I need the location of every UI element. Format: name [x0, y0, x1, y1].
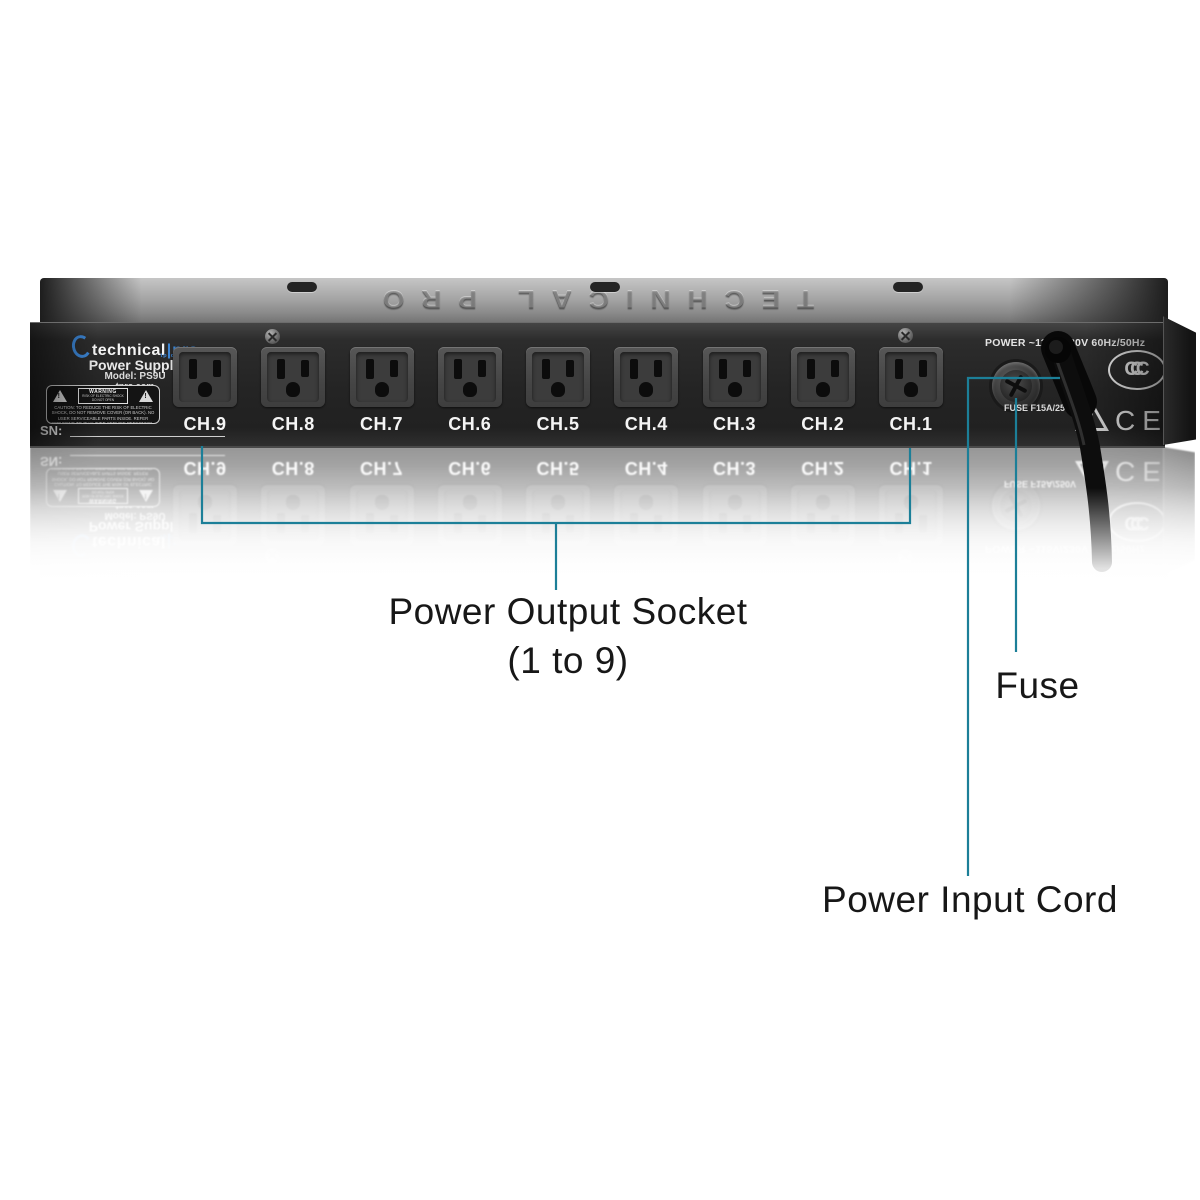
outlet-slot-left	[895, 359, 903, 379]
channel-label: CH.5	[536, 414, 580, 434]
outlet-slot-left	[277, 359, 286, 379]
socket-row: CH.9 CH.8 CH.7	[171, 347, 945, 435]
product-name-label: Power Supply	[88, 357, 182, 373]
warning-subtitle: RISK OF ELECTRIC SHOCK DO NOT OPEN	[82, 394, 124, 402]
warning-title: WARNING	[89, 389, 117, 396]
channel-label: CH.3	[712, 414, 756, 434]
outlet-ground-hole	[639, 382, 654, 397]
fuse-cap-icon	[1000, 370, 1032, 402]
outlet-slot-right	[566, 360, 574, 377]
caution-fine-print: CAUTION: TO REDUCE THE RISK OF ELECTRIC …	[51, 405, 155, 424]
screw-icon	[898, 328, 913, 343]
warning-box: WARNING RISK OF ELECTRIC SHOCK DO NOT OP…	[77, 387, 128, 405]
chassis-top-panel: TECHNICAL PRO	[40, 278, 1168, 324]
warning-sticker: ! WARNING RISK OF ELECTRIC SHOCK DO NOT …	[46, 385, 160, 424]
outlet-slot-right	[830, 360, 839, 377]
outlet-ground-hole	[727, 382, 742, 397]
socket-bracket-line	[200, 446, 912, 525]
outlet-slot-left	[453, 359, 462, 379]
annotation-input-cord: Power Input Cord	[822, 879, 1118, 920]
fuse-rating-label: FUSE F15A/250V	[1003, 403, 1077, 413]
annotation-fuse: Fuse	[995, 665, 1080, 706]
power-outlet: CH.4	[612, 347, 680, 435]
outlet-socket-icon	[437, 347, 502, 407]
power-outlet: CH.3	[701, 347, 769, 435]
annotation-output-sockets-line1: Power Output Socket	[388, 591, 748, 632]
outlet-socket-icon	[879, 347, 943, 407]
channel-label: CH.9	[183, 414, 227, 434]
power-outlet: CH.7	[348, 347, 416, 435]
rear-panel: technical|pro tpro.com Power Supply Mode…	[30, 322, 1168, 448]
outlet-slot-right	[919, 360, 927, 377]
annotation-output-sockets-line2: (1 to 9)	[507, 639, 629, 681]
outlet-slot-left	[806, 359, 815, 379]
outlet-slot-right	[389, 360, 398, 377]
serial-label: SN:	[40, 423, 63, 438]
outlet-socket-icon	[349, 347, 414, 407]
power-outlet: CH.9	[171, 347, 239, 435]
power-supply-unit: TECHNICAL PRO technical|pro tpro.com Pow…	[30, 278, 1196, 448]
outlet-socket-icon	[261, 347, 326, 407]
outlet-slot-left	[718, 359, 727, 379]
power-outlet: CH.6	[436, 347, 504, 435]
channel-label: CH.1	[889, 414, 933, 434]
outlet-slot-right	[654, 360, 663, 377]
outlet-slot-left	[630, 359, 639, 379]
ce-mark: CE	[1115, 405, 1168, 436]
channel-label: CH.7	[359, 414, 403, 434]
serial-number-row: SN:	[40, 423, 250, 438]
chassis-right-side	[1163, 316, 1196, 445]
outlet-socket-icon	[790, 347, 855, 407]
outlet-ground-hole	[286, 382, 301, 397]
reflection-fade	[0, 488, 1200, 603]
warning-triangle-icon: !	[139, 390, 154, 402]
serial-blank-line	[70, 436, 225, 437]
outlet-slot-right	[301, 360, 310, 377]
outlet-ground-hole	[551, 382, 565, 397]
brand-divider: |	[166, 342, 172, 359]
outlet-slot-right	[742, 360, 751, 377]
outlet-socket-icon	[614, 347, 679, 407]
power-outlet: CH.2	[789, 347, 857, 435]
channel-label: CH.2	[801, 414, 845, 434]
power-outlet: CH.5	[524, 347, 592, 435]
model-label: Model: PS9U	[104, 371, 166, 382]
channel-label: CH.8	[271, 414, 315, 434]
warning-triangle-icon: !	[52, 390, 67, 402]
outlet-socket-icon	[526, 347, 590, 407]
outlet-slot-left	[189, 359, 197, 379]
power-outlet: CH.8	[259, 347, 327, 435]
outlet-ground-hole	[904, 382, 918, 397]
cord-callout-line	[966, 376, 1060, 876]
channel-label: CH.6	[448, 414, 492, 434]
outlet-slot-right	[213, 360, 221, 377]
outlet-ground-hole	[374, 382, 389, 397]
outlet-socket-icon	[173, 347, 237, 407]
power-outlet: CH.1	[877, 347, 945, 435]
outlet-socket-icon	[702, 347, 767, 407]
outlet-slot-right	[477, 360, 486, 377]
brand-word-technical: technical	[91, 342, 166, 359]
outlet-ground-hole	[815, 382, 830, 397]
channel-label: CH.4	[624, 414, 668, 434]
annotation-output-sockets: Power Output Socket (1 to 9)	[300, 588, 836, 686]
outlet-slot-left	[542, 359, 550, 379]
outlet-ground-hole	[198, 382, 212, 397]
outlet-ground-hole	[462, 382, 477, 397]
screw-icon	[265, 329, 280, 344]
outlet-slot-left	[365, 359, 374, 379]
